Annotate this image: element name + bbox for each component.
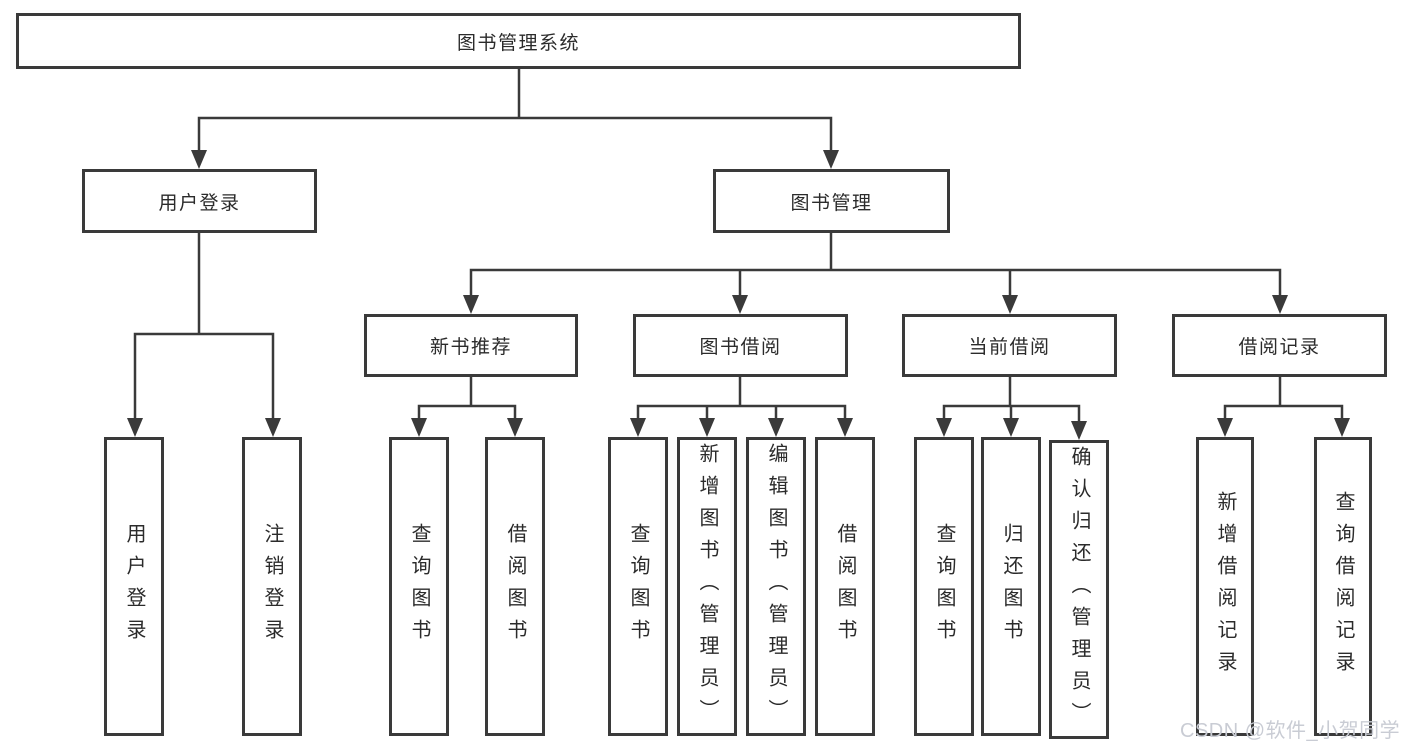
node-label: 当前借阅 [968,337,1051,358]
node-book-management: 图书管理 [713,169,950,233]
node-label: 用户登录 [123,522,145,651]
node-label: 确认归还（管理员） [1068,445,1090,734]
node-label: 查询图书 [408,522,430,651]
node-add-book-admin: 新增图书（管理员） [677,437,737,736]
node-label: 图书管理 [790,192,873,214]
node-label: 新书推荐 [429,337,512,358]
node-newbooks-query-books: 查询图书 [389,437,449,736]
node-borrow-query-books: 查询图书 [608,437,668,736]
node-edit-book-admin: 编辑图书（管理员） [746,437,806,736]
node-return-books: 归还图书 [981,437,1041,736]
node-label: 图书借阅 [699,337,782,358]
node-user-login-leaf: 用户登录 [104,437,164,736]
node-logout: 注销登录 [242,437,302,736]
node-label: 归还图书 [1000,522,1022,651]
node-new-book-recommend: 新书推荐 [364,314,578,377]
node-borrow-records: 借阅记录 [1172,314,1387,377]
node-label: 新增借阅记录 [1214,490,1236,683]
node-label: 编辑图书（管理员） [765,442,787,731]
node-label: 借阅图书 [504,522,526,651]
node-label: 借阅图书 [834,522,856,651]
node-borrow-books: 借阅图书 [815,437,875,736]
node-query-borrow-record: 查询借阅记录 [1314,437,1372,736]
node-confirm-return-admin: 确认归还（管理员） [1049,440,1109,739]
node-label: 查询借阅记录 [1332,490,1354,683]
node-current-borrow: 当前借阅 [902,314,1117,377]
node-add-borrow-record: 新增借阅记录 [1196,437,1254,736]
node-book-borrow: 图书借阅 [633,314,848,377]
node-newbooks-borrow-books: 借阅图书 [485,437,545,736]
node-label: 用户登录 [158,192,241,214]
node-label: 注销登录 [261,522,283,651]
node-label: 借阅记录 [1238,337,1321,358]
node-label: 图书管理系统 [456,32,580,54]
node-user-login: 用户登录 [82,169,317,233]
node-label: 新增图书（管理员） [696,442,718,731]
node-label: 查询图书 [933,522,955,651]
node-library-management-system: 图书管理系统 [16,13,1021,69]
node-current-query-books: 查询图书 [914,437,974,736]
node-label: 查询图书 [627,522,649,651]
csdn-watermark: CSDN @软件_小贺同学 [1180,720,1401,742]
